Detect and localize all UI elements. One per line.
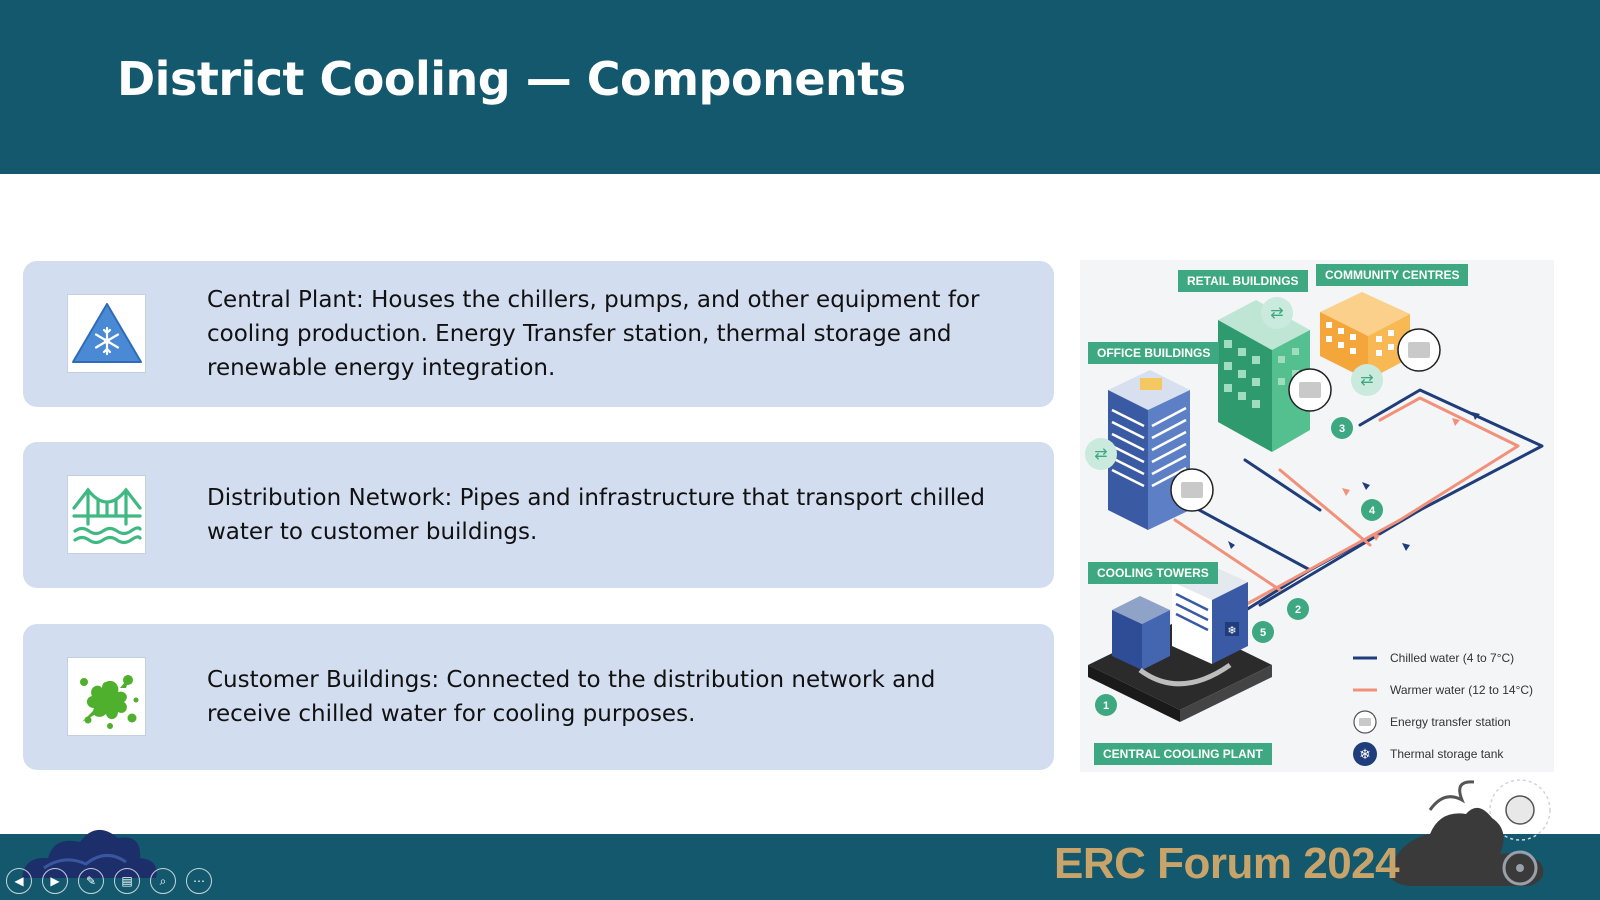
slideshow-controls: ◀ ▶ ✎ ▤ ⌕ ⋯ <box>6 868 212 894</box>
label-office-buildings: OFFICE BUILDINGS <box>1088 342 1220 364</box>
label-central-cooling-plant: CENTRAL COOLING PLANT <box>1094 743 1272 765</box>
heat-exchange-icon <box>1085 438 1117 470</box>
distribution-network-description: Distribution Network: Pipes and infrastr… <box>207 485 986 545</box>
slide-footer <box>0 834 1600 900</box>
legend-chilled-water: Chilled water (4 to 7°C) <box>1353 651 1515 665</box>
svg-text:4: 4 <box>1369 505 1376 517</box>
label-community-centres: COMMUNITY CENTRES <box>1316 264 1469 286</box>
warmer-water-pipe-main <box>1243 396 1520 607</box>
zoom-button[interactable]: ⌕ <box>150 868 176 894</box>
svg-text:⇄: ⇄ <box>1270 303 1283 322</box>
svg-text:⇄: ⇄ <box>1360 370 1373 389</box>
page-title: District Cooling — Components <box>117 52 906 106</box>
slide-header <box>0 0 1600 174</box>
next-slide-button[interactable]: ▶ <box>42 868 68 894</box>
event-brand: ERC Forum 2024 <box>1054 839 1400 888</box>
central-cooling-plant: ❄ <box>1088 564 1272 722</box>
marker-2 <box>1287 598 1309 620</box>
marker-3 <box>1331 417 1353 439</box>
more-options-button[interactable]: ⋯ <box>186 868 212 894</box>
pen-tool-button[interactable]: ✎ <box>78 868 104 894</box>
legend-energy-transfer-station: Energy transfer station <box>1352 709 1511 735</box>
label-cooling-towers: COOLING TOWERS <box>1088 562 1218 584</box>
marker-1 <box>1095 694 1117 716</box>
chariot-emblem-icon <box>1389 779 1551 886</box>
legend-warmer-water: Warmer water (12 to 14°C) <box>1353 683 1534 697</box>
component-card-distribution: Distribution Network: Pipes and infrastr… <box>23 442 1054 588</box>
component-card-customer-buildings: Customer Buildings: Connected to the dis… <box>23 624 1054 770</box>
marker-5 <box>1252 621 1274 643</box>
retail-building <box>1218 300 1310 452</box>
central-plant-description: Central Plant: Houses the chillers, pump… <box>207 287 980 381</box>
svg-text:❄: ❄ <box>1227 624 1236 637</box>
cloud-ornament-icon <box>22 829 157 878</box>
snowflake-warning-icon <box>67 294 146 373</box>
legend-thermal-storage: ❄ Thermal storage tank <box>1352 741 1503 767</box>
svg-text:⇄: ⇄ <box>1094 444 1107 463</box>
bridge-icon <box>67 475 146 554</box>
customer-buildings-description: Customer Buildings: Connected to the dis… <box>207 667 936 727</box>
see-all-slides-button[interactable]: ▤ <box>114 868 140 894</box>
label-retail-buildings: RETAIL BUILDINGS <box>1178 270 1308 292</box>
prev-slide-button[interactable]: ◀ <box>6 868 32 894</box>
district-cooling-diagram: ⇄ ⇄ <box>1080 260 1554 772</box>
svg-text:❄: ❄ <box>1359 747 1371 763</box>
component-card-central-plant: Central Plant: Houses the chillers, pump… <box>23 261 1054 407</box>
svg-text:1: 1 <box>1103 700 1109 712</box>
svg-text:5: 5 <box>1260 627 1266 639</box>
community-centre <box>1320 292 1410 380</box>
diagram-illustration: ⇄ ⇄ <box>1085 292 1544 722</box>
svg-text:3: 3 <box>1339 423 1345 435</box>
marker-4 <box>1361 499 1383 521</box>
splash-icon <box>67 657 146 736</box>
svg-text:2: 2 <box>1295 604 1301 616</box>
